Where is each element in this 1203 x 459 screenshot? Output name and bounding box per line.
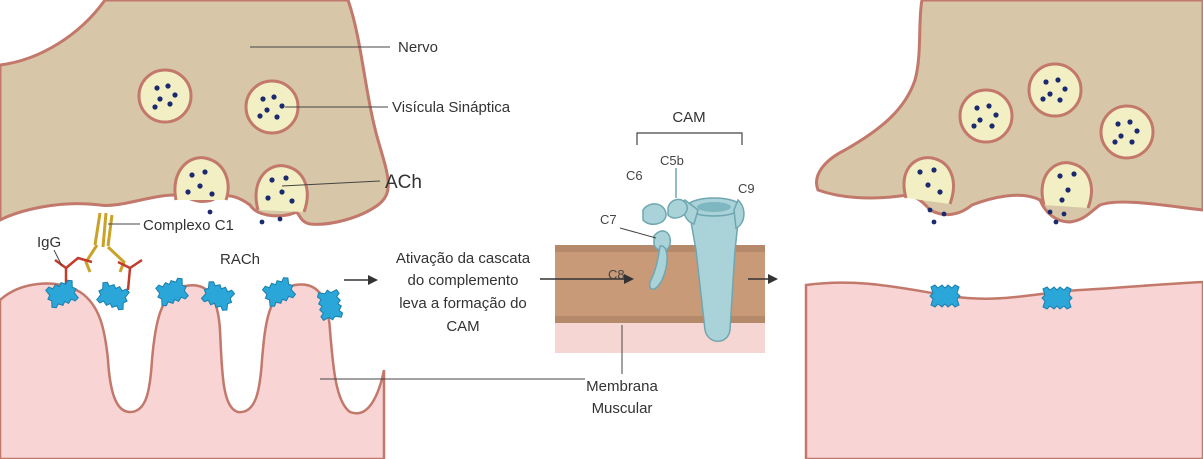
label-nervo: Nervo [398,39,438,56]
arrow-to-cam [344,275,378,285]
rach-receptor [317,288,344,321]
fusing-vesicle [1042,163,1091,208]
svg-text:do complemento: do complemento [408,272,519,289]
label-cam: CAM [672,109,705,126]
svg-text:CAM: CAM [446,318,479,335]
label-muscular: Muscular [592,400,653,417]
rach-receptor [930,285,960,307]
label-c9: C9 [738,181,755,196]
synaptic-vesicle [960,90,1012,142]
svg-text:leva a formação do: leva a formação do [399,295,527,312]
label-c6: C6 [626,168,643,183]
middle-panel: CAM C6 C5b C9 C7 C8 Membrana [320,109,765,417]
label-membrana: Membrana [586,378,658,395]
fusing-vesicle [904,158,953,204]
rach-receptor [95,281,131,312]
left-panel: Nervo Visícula Sináptica ACh Complexo C1… [0,0,511,459]
fusing-vesicle [256,166,307,212]
muscle-membrane-right [806,282,1203,459]
label-c8: C8 [608,267,625,282]
label-c5b: C5b [660,153,684,168]
label-synaptic-vesicle: Visícula Sináptica [392,99,511,116]
synaptic-vesicle [139,70,191,122]
label-igg: IgG [37,234,61,251]
label-rach: RACh [220,251,260,268]
synaptic-vesicle [1101,106,1153,158]
activation-caption: Ativação da cascata do complemento leva … [396,250,531,335]
rach-receptor [1042,287,1072,309]
label-c7: C7 [600,212,617,227]
label-complexo-c1: Complexo C1 [143,217,234,234]
svg-text:Ativação da cascata: Ativação da cascata [396,250,531,267]
synaptic-vesicle [1029,64,1081,116]
right-panel [806,0,1203,459]
label-ach: ACh [385,172,422,193]
